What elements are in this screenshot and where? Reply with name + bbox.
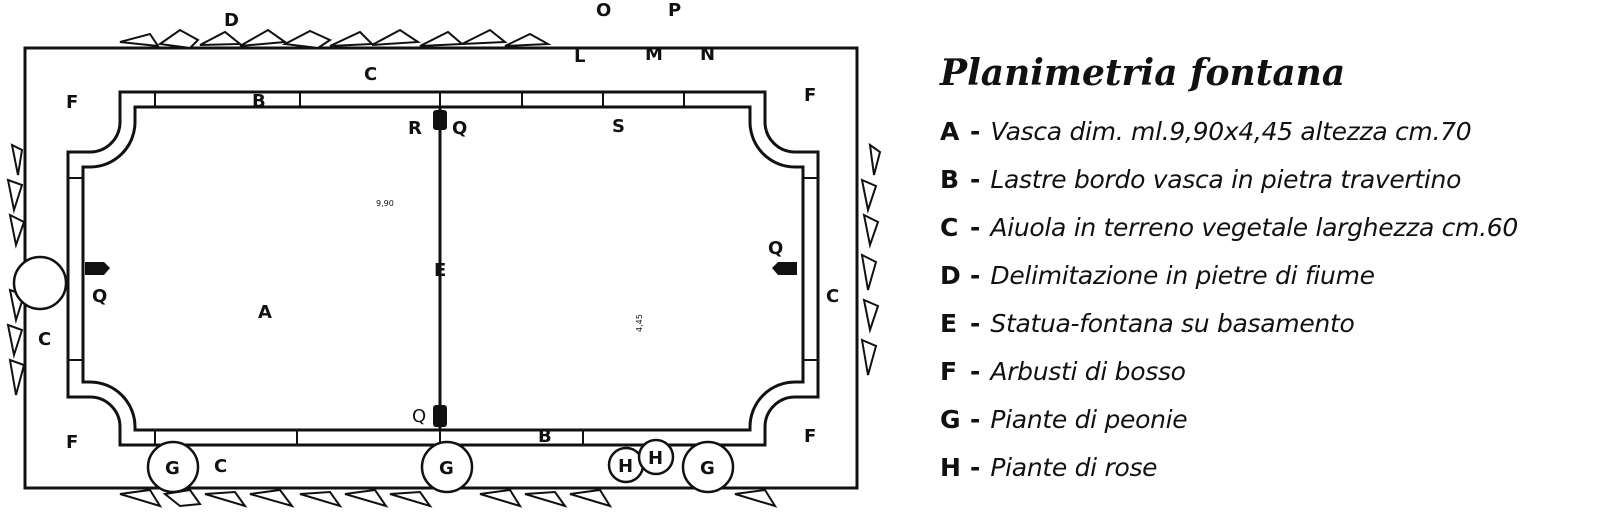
legend-text: Aiuola in terreno vegetale larghezza cm.…: [990, 213, 1518, 242]
label-m: M: [645, 44, 663, 65]
legend-item: A-Vasca dim. ml.9,90x4,45 altezza cm.70: [940, 108, 1590, 156]
label-h-1: H: [618, 456, 633, 477]
legend-separator: -: [970, 213, 981, 242]
label-f-tl: F: [66, 92, 78, 113]
dimension-width: 4,45: [635, 314, 644, 332]
legend-separator: -: [970, 453, 981, 482]
label-c-bottom: C: [214, 456, 227, 477]
legend-separator: -: [970, 117, 981, 146]
legend-title: Planimetria fontana: [940, 52, 1346, 94]
label-a: A: [258, 302, 272, 323]
legend-key: B: [940, 165, 960, 194]
label-q-top: Q: [452, 118, 467, 139]
label-b-bottom: B: [538, 426, 552, 447]
legend: Planimetria fontana A-Vasca dim. ml.9,90…: [940, 52, 1590, 492]
label-q-bottom: Q: [412, 406, 426, 427]
label-s: S: [612, 116, 625, 137]
label-h-2: H: [648, 448, 663, 469]
plant-circle-left: [12, 255, 68, 311]
legend-text: Piante di peonie: [990, 405, 1188, 434]
nozzle-bottom: [433, 405, 447, 427]
basin-rim-inner: [81, 105, 805, 432]
legend-key: H: [940, 453, 961, 482]
river-stones-top: [119, 28, 552, 50]
legend-item: H-Piante di rose: [940, 444, 1590, 492]
label-f-br: F: [804, 426, 816, 447]
river-stones-right: [860, 142, 882, 376]
legend-key: C: [940, 213, 959, 242]
legend-item: D-Delimitazione in pietre di fiume: [940, 252, 1590, 300]
label-c-top: C: [364, 64, 377, 85]
fountain-plan-diagram: A B B C C C C D E F F F F G G G H H L M …: [6, 0, 882, 508]
label-e: E: [434, 260, 446, 281]
label-q-right: Q: [768, 238, 783, 259]
label-b-top: B: [252, 91, 266, 112]
peony-circle-2: [420, 440, 474, 494]
nozzle-left: [85, 262, 110, 275]
label-g-1: G: [165, 458, 180, 479]
legend-key: D: [940, 261, 961, 290]
legend-separator: -: [970, 309, 981, 338]
legend-list: A-Vasca dim. ml.9,90x4,45 altezza cm.70 …: [940, 108, 1590, 492]
peony-circle-1: [146, 440, 200, 494]
legend-key: A: [940, 117, 960, 146]
label-n: N: [700, 44, 715, 65]
label-c-left: C: [38, 329, 51, 350]
nozzle-top: [433, 110, 447, 130]
label-f-bl: F: [66, 432, 78, 453]
label-f-tr: F: [804, 85, 816, 106]
label-c-right: C: [826, 286, 839, 307]
label-g-2: G: [439, 458, 454, 479]
legend-text: Delimitazione in pietre di fiume: [990, 261, 1375, 290]
legend-separator: -: [970, 165, 981, 194]
label-q-left: Q: [92, 286, 107, 307]
label-d: D: [224, 10, 239, 31]
label-o: O: [596, 0, 611, 21]
legend-key: F: [940, 357, 958, 386]
label-r: R: [408, 118, 422, 139]
legend-key: G: [940, 405, 961, 434]
dimension-length: 9,90: [376, 199, 394, 208]
legend-text: Vasca dim. ml.9,90x4,45 altezza cm.70: [990, 117, 1472, 146]
legend-item: B-Lastre bordo vasca in pietra travertin…: [940, 156, 1590, 204]
legend-separator: -: [970, 405, 981, 434]
legend-text: Lastre bordo vasca in pietra travertino: [990, 165, 1462, 194]
label-l: L: [574, 46, 585, 67]
legend-separator: -: [970, 357, 981, 386]
legend-item: F-Arbusti di bosso: [940, 348, 1590, 396]
rose-circle-2: [637, 438, 675, 476]
legend-separator: -: [970, 261, 981, 290]
legend-text: Statua-fontana su basamento: [990, 309, 1355, 338]
peony-circle-3: [681, 440, 735, 494]
legend-text: Piante di rose: [990, 453, 1158, 482]
legend-text: Arbusti di bosso: [990, 357, 1186, 386]
label-g-3: G: [700, 458, 715, 479]
legend-item: C-Aiuola in terreno vegetale larghezza c…: [940, 204, 1590, 252]
legend-key: E: [940, 309, 958, 338]
nozzle-right: [772, 262, 797, 275]
legend-item: G-Piante di peonie: [940, 396, 1590, 444]
slab-joints: [68, 92, 818, 445]
river-stones-bottom: [119, 488, 778, 508]
basin-rim-outer: [66, 90, 820, 447]
river-stones-left: [6, 143, 26, 396]
label-p: P: [668, 0, 681, 21]
legend-item: E-Statua-fontana su basamento: [940, 300, 1590, 348]
